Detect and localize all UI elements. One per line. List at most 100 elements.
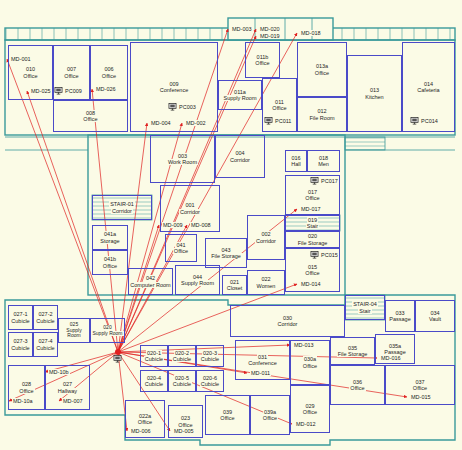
room-box: 020-6Cubicle [196,370,224,392]
room-name: Cafeteria [416,87,440,93]
room-name: Cubicle [35,318,55,324]
room-name: Corridor [277,321,299,327]
room-name: Corridor [111,208,133,214]
signal-line [9,352,118,401]
room-name: Stair [306,223,319,229]
room-name: Cubicle [200,381,220,387]
room-name: Supply Room [180,280,215,286]
room-name: Corridor [229,157,251,163]
signal-line [118,225,187,352]
room-name: Cubicle [144,356,164,362]
room-name: Corridor [255,238,277,244]
signal-line [7,59,118,352]
room-name: Corridor [179,209,201,215]
room-name: Cubicle [10,318,30,324]
signal-line [118,29,228,352]
pc-label: PC015 [320,252,339,258]
room-name: File Storage [337,351,369,357]
room-name: Cubicle [35,345,55,351]
room-name: Office [82,116,98,122]
room-box: 020Supply Room [90,318,125,343]
room-name: Office [302,363,318,369]
room-name: Storage [99,238,120,244]
room-name: Office [101,73,117,79]
room-name: File Storage [297,240,329,246]
room-box: 033Passage [385,300,415,332]
computer-icon [55,87,62,94]
room-name: Office [63,73,79,79]
measure-point: MD-016 [380,355,402,361]
room-name: Men [317,161,330,167]
measure-point: MD-009 [162,222,184,228]
computer-icon [114,355,121,362]
computer-icon [311,177,318,184]
room-name: Office [137,419,153,425]
room-box: 016Hall [285,150,307,172]
room-box: 027-1Cubicle [8,305,33,330]
signal-line [118,209,297,352]
room-name: Office [314,70,330,76]
room-box: 041bOffice [92,250,128,275]
measure-point: MD-019 [259,33,281,39]
room-box: STAIR-04Stair [345,295,385,320]
room-box: 011aSupply Room [218,80,262,110]
room-name: Office [177,422,193,428]
room-name: File Storage [210,253,242,259]
room-name: Stair [358,308,371,314]
room-box: 020-2Cubicle [168,345,196,367]
measure-point: MD-10b [48,369,70,375]
room-box: 021Closet [222,275,247,295]
room-box: 039aOffice [250,395,290,435]
room-box: 022Women [247,270,285,295]
room-name: Hallway [57,388,78,394]
pc-label: PC014 [420,118,439,124]
room-box: 027-2Cubicle [33,305,58,330]
room-box: 025Supply Room [58,318,90,343]
computer-icon [311,251,318,258]
pc-label: PC003 [178,104,197,110]
room-name: Computer Room [129,282,171,288]
room-box: 034Vault [415,300,455,332]
room-box: 003Work Room [150,135,215,183]
room-name: Office [304,195,320,201]
room-name: Cubicle [172,356,192,362]
room-name: Office [102,263,118,269]
room-box: 044Supply Room [175,265,220,295]
signal-line [118,29,256,352]
access-point [115,349,121,355]
room-name: Closet [226,285,244,291]
room-box: 041aStorage [92,225,128,250]
measure-point: MD-015 [410,394,432,400]
room-box: 020-5Cubicle [168,370,196,392]
room-box: 019Stair [285,215,340,231]
measure-point: MD-011 [250,370,271,376]
room-name: Office [219,415,235,421]
room-name: Office [412,385,428,391]
pc-label: PC009 [64,88,83,94]
room-name: Office [254,60,270,66]
computer-icon [169,103,176,110]
room-box: 041Office [165,234,197,262]
room-name: Office [22,73,38,79]
room-box: 013aOffice [297,42,347,97]
computer-icons [55,87,418,362]
room-box: 043File Storage [205,238,247,268]
room-box: 020-4Cubicle [140,370,168,392]
measure-point: MD-004 [150,120,172,126]
measure-point: MD-005 [173,428,195,434]
room-name: Vault [428,316,442,322]
measure-point: MD-025 [30,88,52,94]
room-name: Office [18,388,34,394]
room-name: Kitchen [364,94,384,100]
room-name: Hall [290,161,301,167]
room-box: 002Corridor [247,215,285,260]
room-name: Office [262,415,278,421]
signal-line [118,352,407,397]
room-name: Cubicle [200,356,220,362]
signal-line [92,89,118,352]
room-box: 011bOffice [245,42,280,78]
measure-point: MD-001 [10,56,32,62]
room-name: Passage [388,316,411,322]
measure-point: MD-002 [185,120,207,126]
room-box: 020File Storage [285,231,340,248]
